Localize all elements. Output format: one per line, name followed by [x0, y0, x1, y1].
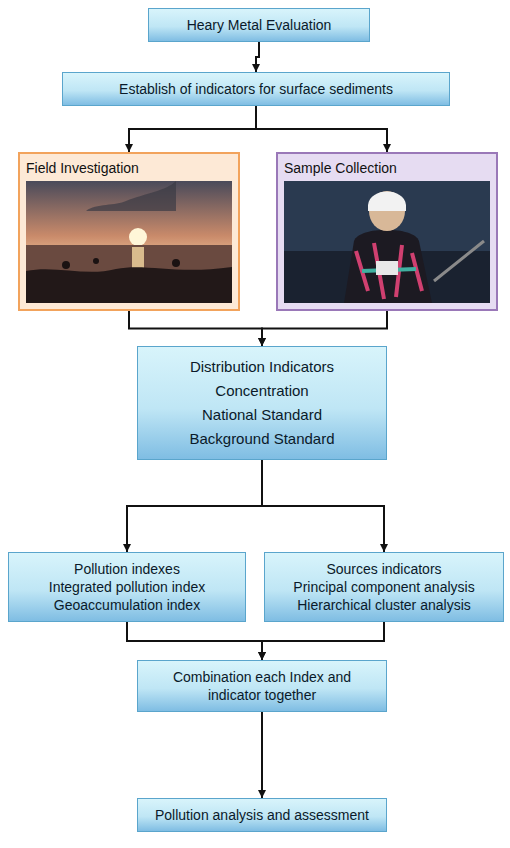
- box-line: Integrated pollution index: [17, 578, 237, 596]
- panel-title: Field Investigation: [26, 159, 232, 177]
- process-box: Establish of indicators for surface sedi…: [62, 72, 450, 106]
- process-box: Distribution IndicatorsConcentrationNati…: [137, 346, 387, 460]
- flow-arrow: [127, 622, 262, 660]
- flow-arrow: [127, 460, 262, 552]
- box-label: Pollution analysis and assessment: [146, 806, 378, 824]
- photo-panel: Sample Collection: [276, 152, 498, 311]
- box-line: Hierarchical cluster analysis: [273, 596, 495, 614]
- panel-title: Sample Collection: [284, 159, 490, 177]
- flow-arrow: [262, 460, 384, 552]
- box-line: Background Standard: [146, 427, 378, 451]
- flow-arrow: [256, 42, 259, 72]
- flow-arrow: [129, 311, 262, 346]
- box-line: Geoaccumulation index: [17, 596, 237, 614]
- field-photo: [26, 181, 232, 303]
- box-line: National Standard: [146, 403, 378, 427]
- process-box: Combination each Index and indicator tog…: [137, 660, 387, 712]
- flow-arrow: [129, 106, 256, 152]
- box-label: Combination each Index and indicator tog…: [146, 668, 378, 704]
- flow-arrow: [262, 622, 384, 660]
- flow-arrow: [262, 311, 387, 346]
- box-label: Establish of indicators for surface sedi…: [71, 80, 441, 98]
- flow-arrow: [261, 712, 263, 798]
- box-line: Principal component analysis: [273, 578, 495, 596]
- box-line: Concentration: [146, 379, 378, 403]
- process-box: Sources indicatorsPrincipal component an…: [264, 552, 504, 622]
- box-label: Pollution indexes: [17, 560, 237, 578]
- flow-arrow: [256, 106, 387, 152]
- box-label: Distribution Indicators: [146, 355, 378, 379]
- box-label: Sources indicators: [273, 560, 495, 578]
- process-box: Pollution indexesIntegrated pollution in…: [8, 552, 246, 622]
- box-label: Heary Metal Evaluation: [157, 16, 361, 34]
- process-box: Heary Metal Evaluation: [148, 8, 370, 42]
- sample-photo: [284, 181, 490, 303]
- photo-panel: Field Investigation: [18, 152, 240, 311]
- process-box: Pollution analysis and assessment: [137, 798, 387, 832]
